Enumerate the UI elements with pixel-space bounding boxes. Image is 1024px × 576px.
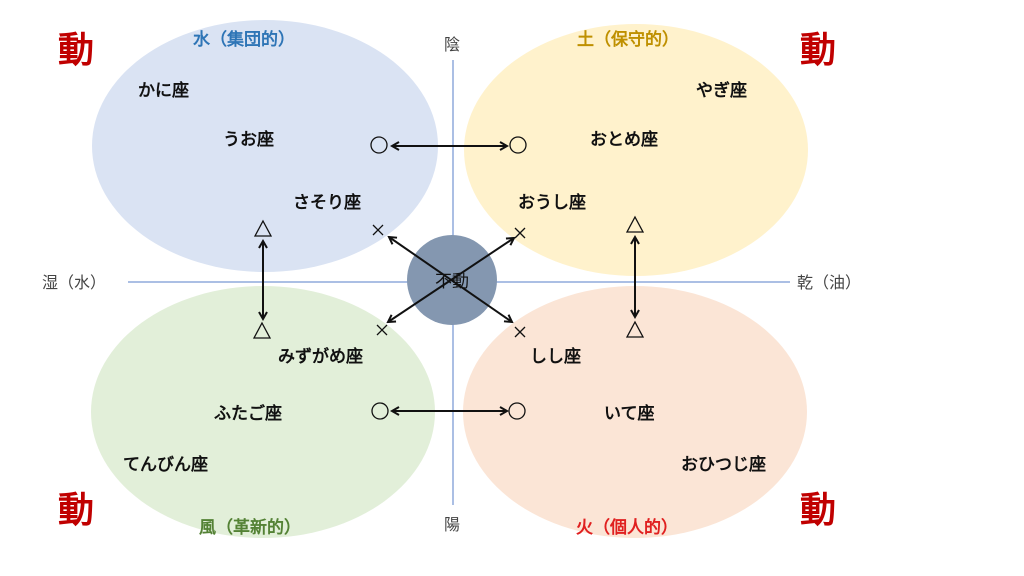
triangle-symbol-wind [252, 321, 272, 339]
axis-right-label: 乾（油） [797, 273, 861, 292]
circle-symbol-earth [509, 136, 527, 154]
sign-pisces: うお座 [223, 129, 274, 150]
sign-capricorn: やぎ座 [696, 80, 747, 101]
sign-virgo: おとめ座 [590, 129, 658, 150]
circle-symbol-fire [508, 402, 526, 420]
triangle-symbol-earth [625, 215, 645, 233]
sign-aquarius: みずがめ座 [278, 346, 363, 367]
cross-symbol-water [372, 224, 384, 236]
triangle-symbol-water [253, 219, 273, 237]
wind-title: 風（革新的） [199, 517, 301, 538]
sign-libra: てんびん座 [123, 454, 208, 475]
cross-symbol-fire [514, 326, 526, 338]
sign-sagittarius: いて座 [604, 403, 655, 424]
triangle-symbol-fire [625, 320, 645, 338]
axis-top-label: 陰 [444, 35, 460, 54]
axis-left-label: 湿（水） [42, 273, 106, 292]
sign-aries: おひつじ座 [681, 454, 766, 475]
wind-ellipse [91, 286, 435, 538]
water-ellipse [92, 20, 438, 272]
fire-ellipse [463, 286, 807, 538]
corner-dou-top-left: 動 [58, 30, 94, 71]
sign-leo: しし座 [530, 346, 581, 367]
corner-dou-bottom-left: 動 [58, 490, 94, 531]
axis-bottom-label: 陽 [444, 515, 460, 534]
sign-gemini: ふたご座 [214, 403, 282, 424]
sign-taurus: おうし座 [518, 192, 586, 213]
earth-title: 土（保守的） [577, 29, 679, 50]
cross-symbol-earth [514, 227, 526, 239]
water-title: 水（集団的） [193, 29, 295, 50]
earth-ellipse [464, 24, 808, 276]
arrow-diagonal-earth-wind [388, 238, 514, 322]
sign-scorpio: さそり座 [293, 192, 361, 213]
cross-symbol-wind [376, 324, 388, 336]
circle-symbol-wind [371, 402, 389, 420]
fire-title: 火（個人的） [576, 517, 678, 538]
corner-dou-bottom-right: 動 [800, 490, 836, 531]
circle-symbol-water [370, 136, 388, 154]
corner-dou-top-right: 動 [800, 30, 836, 71]
sign-cancer: かに座 [138, 80, 189, 101]
